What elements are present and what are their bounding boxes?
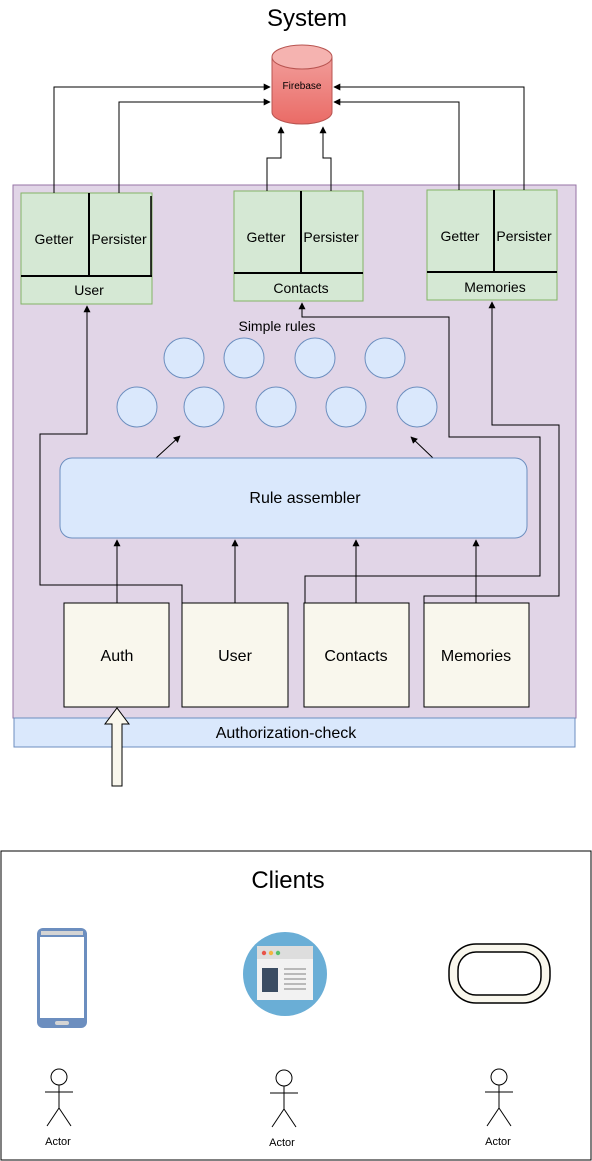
- edge-memories-to-memories-module: [423, 301, 560, 628]
- actor-label: Actor: [45, 1136, 71, 1148]
- rule-circle: [183, 386, 225, 428]
- edge-contacts-to-contacts-module: [298, 302, 541, 628]
- input-auth: Auth: [63, 602, 170, 708]
- system-title: System: [267, 5, 347, 32]
- module-user-getter: Getter: [35, 231, 74, 247]
- module-memories-getter: Getter: [441, 228, 480, 244]
- rule-assembler-label: Rule assembler: [249, 490, 361, 507]
- edge-user-to-user-module: [39, 305, 183, 637]
- rule-circle: [325, 386, 367, 428]
- rule-circle: [116, 386, 158, 428]
- actor-icon: [45, 1068, 73, 1127]
- edge-assembler-rules-left: [155, 435, 181, 459]
- actor-icon: [270, 1069, 298, 1128]
- actor-label: Actor: [269, 1137, 295, 1149]
- simple-rules-label: Simple rules: [238, 318, 315, 334]
- module-user: Getter Persister User: [20, 192, 153, 305]
- module-contacts: Getter Persister Contacts: [233, 190, 364, 302]
- rule-circle: [223, 337, 265, 379]
- clients-title: Clients: [251, 867, 324, 894]
- input-contacts-label: Contacts: [324, 648, 387, 665]
- module-user-persister: Persister: [91, 231, 147, 247]
- module-contacts-getter: Getter: [247, 229, 286, 245]
- edge-assembler-rules-right: [410, 436, 434, 459]
- module-contacts-name: Contacts: [273, 280, 328, 296]
- module-to-firebase-edges: [53, 83, 525, 193]
- module-contacts-persister: Persister: [303, 229, 359, 245]
- rule-circle: [396, 386, 438, 428]
- edge-memories-getter-firebase: [333, 98, 460, 190]
- input-contacts: Contacts: [303, 602, 410, 708]
- rule-circle: [163, 337, 205, 379]
- input-user: User: [181, 602, 289, 708]
- terminal-icon: [448, 943, 551, 1004]
- input-to-module-edges: [39, 301, 560, 637]
- input-to-assembler-edges: [113, 539, 480, 603]
- rule-circle: [255, 386, 297, 428]
- input-memories: Memories: [423, 602, 530, 708]
- edge-contacts-getter-firebase: [266, 126, 285, 191]
- firebase-label: Firebase: [283, 81, 322, 92]
- rule-assembler-box: [59, 457, 528, 539]
- rule-circle: [294, 337, 336, 379]
- input-user-label: User: [218, 648, 252, 665]
- authorization-check-label: Authorization-check: [216, 725, 358, 742]
- module-memories: Getter Persister Memories: [426, 189, 558, 301]
- module-memories-persister: Persister: [496, 228, 552, 244]
- module-user-name: User: [74, 282, 104, 298]
- browser-icon: [243, 932, 327, 1016]
- rule-circle: [364, 337, 406, 379]
- edge-contacts-persister-firebase: [319, 126, 332, 191]
- actor-label: Actor: [485, 1136, 511, 1148]
- rule-circles: [116, 337, 438, 428]
- client-request-arrow: [104, 707, 130, 787]
- input-auth-label: Auth: [101, 648, 134, 665]
- input-memories-label: Memories: [441, 648, 511, 665]
- edge-memories-persister-firebase: [333, 83, 525, 190]
- module-memories-name: Memories: [464, 279, 525, 295]
- edge-user-getter-firebase: [53, 83, 271, 193]
- firebase-database: Firebase: [271, 44, 333, 125]
- edge-user-persister-firebase: [118, 98, 271, 193]
- phone-icon: [37, 928, 87, 1028]
- actor-icon: [485, 1068, 513, 1127]
